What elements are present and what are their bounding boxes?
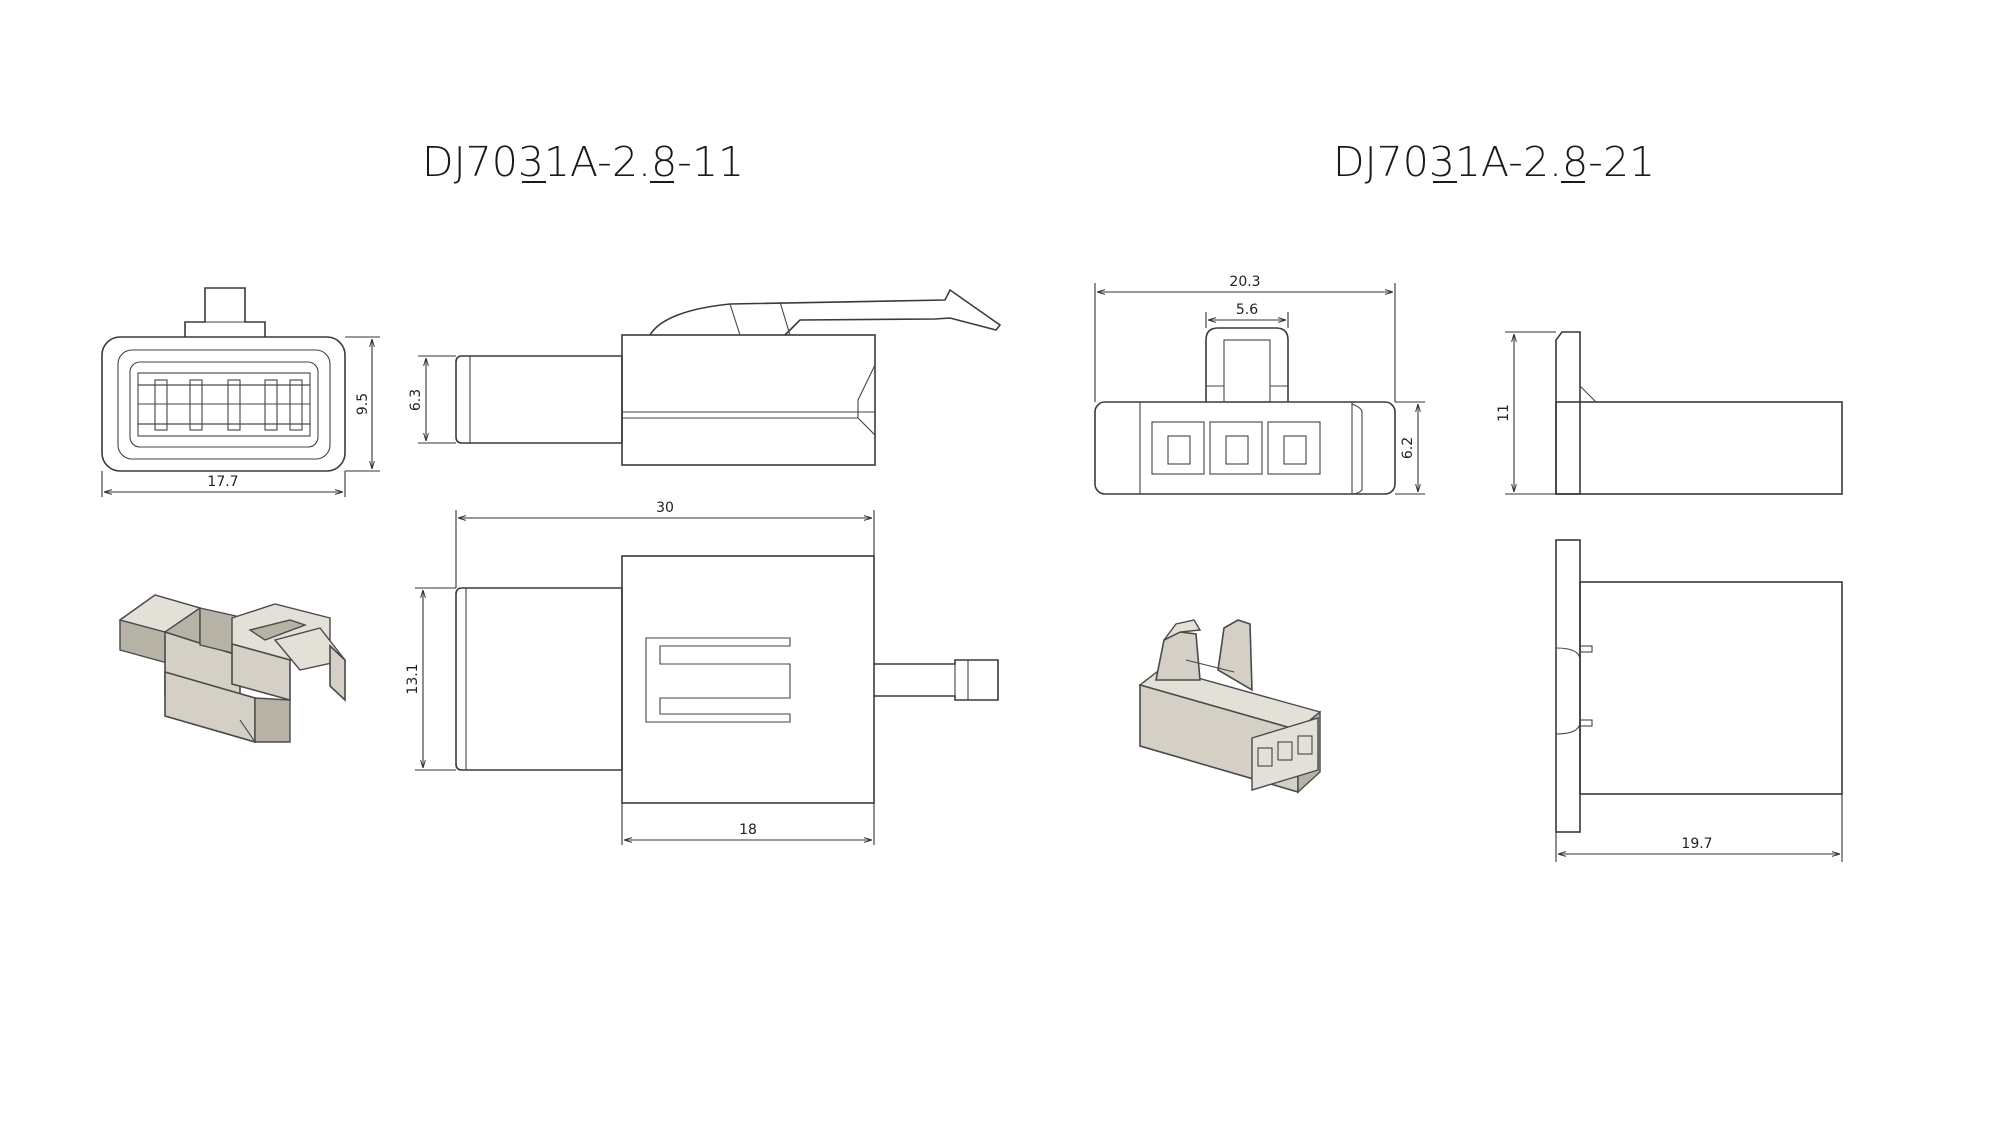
part-21-isometric-image bbox=[1138, 619, 1322, 794]
part-11-front-view: 17.7 9.5 bbox=[101, 287, 380, 497]
title-part-11: DJ7031A-2.8-11 bbox=[422, 138, 744, 186]
dim-part-21-front-width: 20.3 bbox=[1229, 274, 1260, 290]
dim-part-11-overall-length: 30 bbox=[656, 500, 674, 516]
dim-part-21-body-length: 19.7 bbox=[1681, 836, 1712, 852]
dim-part-11-body-height: 13.1 bbox=[405, 663, 421, 694]
part-11-top-view: 30 13.1 18 bbox=[405, 500, 999, 845]
title-right-group: DJ7031A-2.8-21 bbox=[1333, 138, 1655, 186]
part-21-front-view: 20.3 5.6 6.2 bbox=[1094, 274, 1425, 495]
dim-part-11-front-width: 17.7 bbox=[207, 474, 238, 490]
part-21-side-view: 11 bbox=[1496, 331, 1843, 495]
dim-part-21-side-height: 11 bbox=[1496, 404, 1512, 422]
dim-part-21-latch-width: 5.6 bbox=[1236, 302, 1258, 318]
part-11-isometric-image bbox=[118, 594, 347, 744]
title-part-21: DJ7031A-2.8-21 bbox=[1333, 138, 1655, 186]
part-11-side-view: 6.3 bbox=[408, 288, 1002, 466]
title-left-group: DJ7031A-2.8-11 bbox=[422, 138, 744, 186]
dim-part-11-front-height: 9.5 bbox=[355, 393, 371, 415]
part-21-top-view: 19.7 bbox=[1555, 539, 1843, 862]
dim-part-11-body-length: 18 bbox=[739, 822, 757, 838]
dim-part-21-front-height: 6.2 bbox=[1400, 437, 1416, 459]
dim-part-11-side-height: 6.3 bbox=[408, 389, 424, 411]
